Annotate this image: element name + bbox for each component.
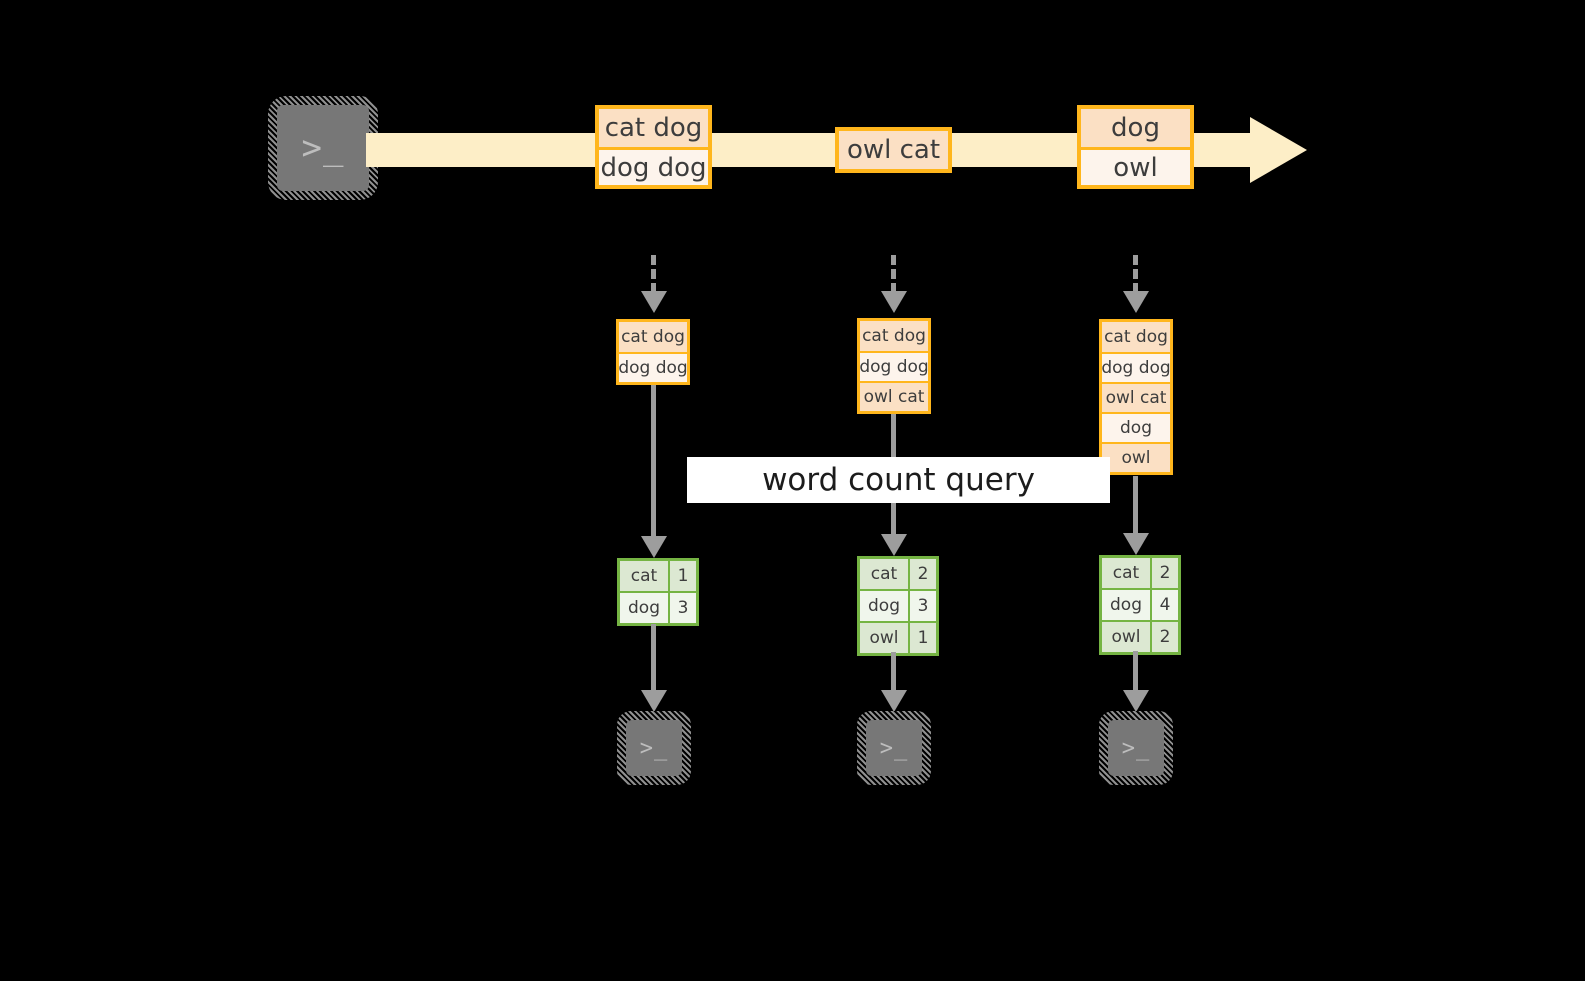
buffer-row: cat dog [619,322,687,352]
terminal-prompt-glyph: >_ [301,128,345,168]
query-label-band: word count query [687,457,1110,503]
stream-to-snapshot-3-arrowhead [1123,291,1149,313]
buffer-row: dog dog [859,351,929,381]
result-count: 3 [668,593,696,623]
table-row: dog 3 [860,589,936,621]
terminal-screen [1108,720,1164,776]
buffer-row: owl cat [1102,382,1170,412]
buffer-row: dog dog [1101,352,1171,382]
result-count: 2 [1150,558,1178,588]
terminal-prompt-glyph: >_ [879,735,909,761]
result-count: 4 [1150,590,1178,620]
table-row: cat 2 [860,559,936,589]
message-row: cat dog [599,109,708,147]
stream-to-snapshot-2-arrowhead [881,291,907,313]
result-count: 2 [908,559,936,589]
stream-to-snapshot-2-line [891,255,896,293]
terminal-screen [277,105,369,191]
result-word: cat [860,559,908,589]
stream-to-snapshot-1-line [651,255,656,293]
snapshot-t3-input-buffer[interactable]: cat dog dog dog owl cat dog owl [1099,319,1173,475]
table-row: owl 1 [860,621,936,653]
stream-message-1[interactable]: cat dog dog dog [595,105,712,189]
result-word: cat [620,561,668,591]
table-row: dog 3 [620,591,696,623]
message-row: owl cat [839,131,948,169]
table-row: cat 1 [620,561,696,591]
result-count: 3 [908,591,936,621]
buffer-row: owl [1102,442,1170,472]
terminal-prompt-glyph: >_ [639,735,669,761]
result-word: dog [1102,590,1150,620]
snapshot-t2-result-table[interactable]: cat 2 dog 3 owl 1 [857,556,939,656]
snapshot-t3-query-arrowhead [1123,533,1149,555]
snapshot-t2-consumer-terminal-icon: >_ [857,711,931,785]
table-row: cat 2 [1102,558,1178,588]
terminal-screen [866,720,922,776]
query-label: word count query [762,462,1035,498]
stream-arrow-head [1250,117,1307,183]
message-row: dog [1081,109,1190,147]
terminal-screen [626,720,682,776]
snapshot-t3-result-table[interactable]: cat 2 dog 4 owl 2 [1099,555,1181,655]
result-word: dog [860,591,908,621]
buffer-row: cat dog [860,321,928,351]
snapshot-t3-query-line [1133,476,1138,544]
result-count: 1 [908,623,936,653]
snapshot-t3-consumer-terminal-icon: >_ [1099,711,1173,785]
snapshot-t2-output-line [891,652,896,699]
snapshot-t2-output-arrowhead [881,690,907,712]
terminal-prompt-glyph: >_ [1121,735,1151,761]
snapshot-t1-query-line [651,385,656,545]
result-count: 1 [668,561,696,591]
snapshot-t3-output-line [1133,651,1138,699]
snapshot-t2-input-buffer[interactable]: cat dog dog dog owl cat [857,318,931,414]
result-word: owl [860,623,908,653]
snapshot-t1-input-buffer[interactable]: cat dog dog dog [616,319,690,385]
buffer-row: dog [1102,412,1170,442]
result-word: cat [1102,558,1150,588]
stream-to-snapshot-3-line [1133,255,1138,293]
snapshot-t1-output-line [651,624,656,699]
stream-message-3[interactable]: dog owl [1077,105,1194,189]
snapshot-t1-result-table[interactable]: cat 1 dog 3 [617,558,699,626]
stream-to-snapshot-1-arrowhead [641,291,667,313]
snapshot-t2-query-arrowhead [881,534,907,556]
buffer-row: dog dog [618,352,688,382]
snapshot-t1-query-arrowhead [641,536,667,558]
table-row: owl 2 [1102,620,1178,652]
result-count: 2 [1150,622,1178,652]
snapshot-t1-output-arrowhead [641,690,667,712]
buffer-row: owl cat [860,381,928,411]
result-word: dog [620,593,668,623]
snapshot-t1-consumer-terminal-icon: >_ [617,711,691,785]
producer-terminal-icon: >_ [268,96,378,200]
stream-message-2[interactable]: owl cat [835,127,952,173]
snapshot-t3-output-arrowhead [1123,690,1149,712]
message-row: dog dog [599,147,708,185]
result-word: owl [1102,622,1150,652]
buffer-row: cat dog [1102,322,1170,352]
table-row: dog 4 [1102,588,1178,620]
message-row: owl [1081,147,1190,185]
